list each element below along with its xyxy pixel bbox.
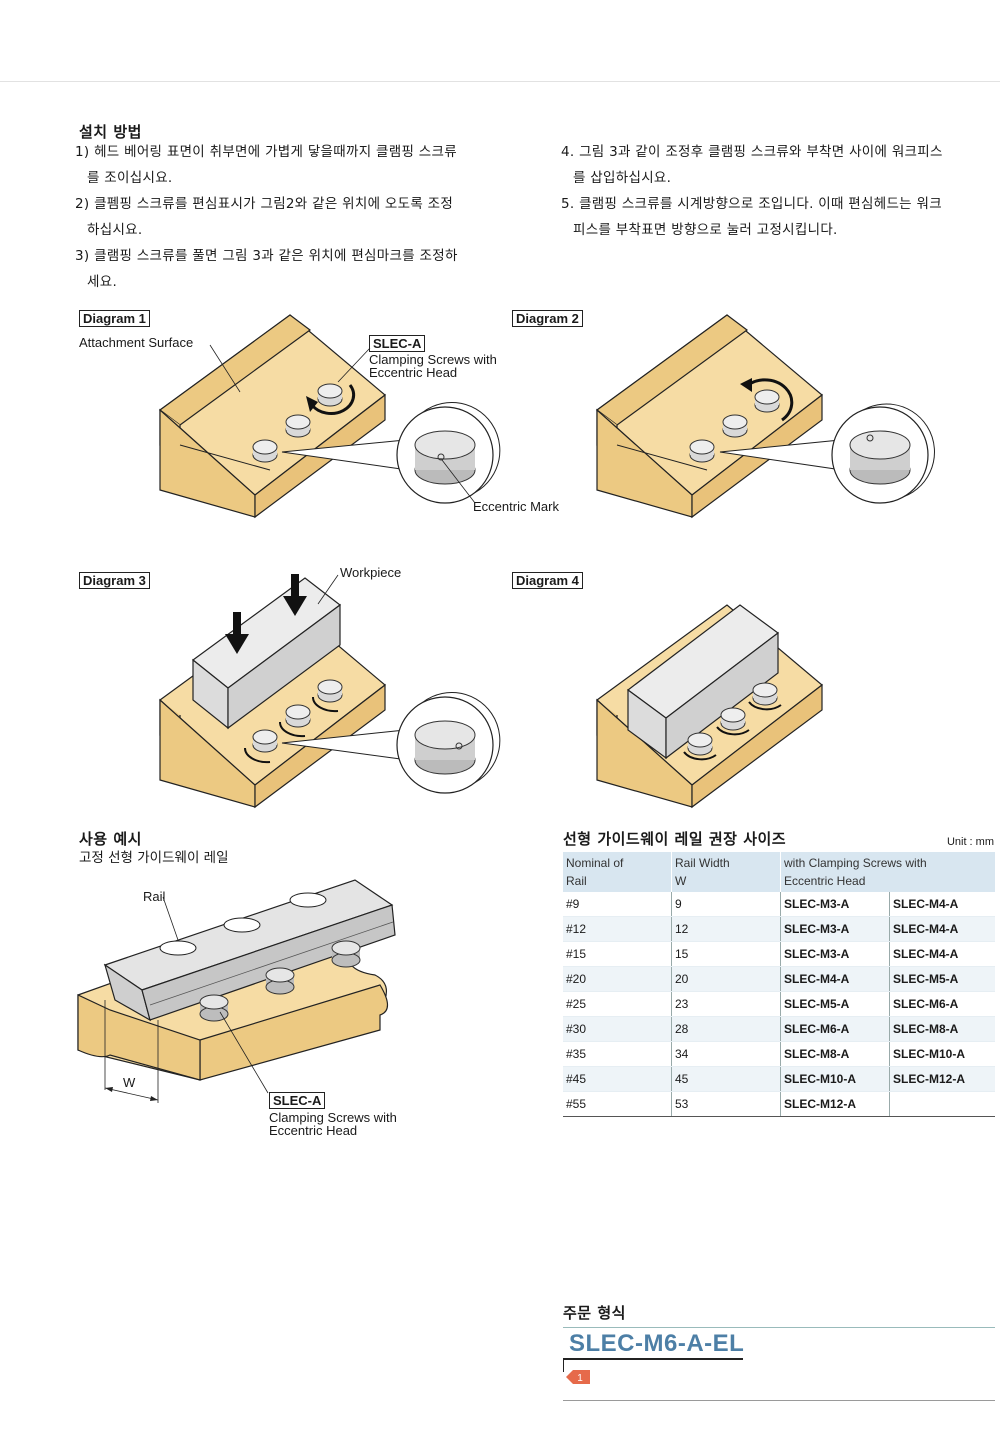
order-code-tick [563,1358,564,1372]
install-step-2: 2) 클펨핑 스크류를 편심표시가 그림2와 같은 위치에 오도록 조정 하십시… [75,196,454,238]
width-label: W [123,1075,136,1090]
slec-a-code-d1: SLEC-A [369,335,426,352]
diagram-2-label: Diagram 2 [512,310,583,327]
diagram-4-label: Diagram 4 [512,572,583,589]
example-title: 사용 예시 [79,830,142,848]
install-title: 설치 방법 [79,123,142,141]
eccentric-mark-label: Eccentric Mark [473,499,559,514]
example-subtitle: 고정 선형 가이드웨이 레일 [79,850,229,866]
order-code-underline [563,1358,743,1360]
bottom-divider [563,1400,995,1401]
install-step-1: 1) 헤드 베어링 표면이 취부면에 가볍게 닿을때까지 클램핑 스크류 를 조… [75,144,457,186]
order-title: 주문 형식 [563,1304,626,1322]
install-step-3: 3) 클램핑 스크류를 풀면 그림 3과 같은 위치에 편심마크를 조정하 세요… [75,248,458,290]
attachment-surface-label: Attachment Surface [79,335,194,350]
sizes-title: 선형 가이드웨이 레일 권장 사이즈 [563,830,787,848]
clamping-desc-1-example: Clamping Screws with [269,1110,397,1125]
workpiece-label: Workpiece [340,565,402,580]
unit-label: Unit : mm [946,836,994,848]
slec-a-code-example: SLEC-A [269,1092,326,1109]
install-step-5: 5. 클램핑 스크류를 시계방향으로 조입니다. 이때 편심헤드는 워크 피스를… [561,196,942,238]
rail-label: Rail [143,889,166,904]
top-divider [0,81,1000,82]
diagram-1-label: Diagram 1 [79,310,150,327]
order-tag-marker: 1 [566,1370,590,1384]
order-tag-number: 1 [577,1373,583,1384]
order-code: SLEC-M6-A-EL [563,1327,995,1360]
clamping-desc-2-example: Eccentric Head [269,1123,358,1138]
diagram-3-label: Diagram 3 [79,572,150,589]
clamping-desc-1-d1: Clamping Screws with [369,352,497,367]
clamping-desc-2-d1: Eccentric Head [369,365,458,380]
install-step-4: 4. 그림 3과 같이 조정후 클램핑 스크류와 부착면 사이에 워크피스 를 … [561,144,943,186]
